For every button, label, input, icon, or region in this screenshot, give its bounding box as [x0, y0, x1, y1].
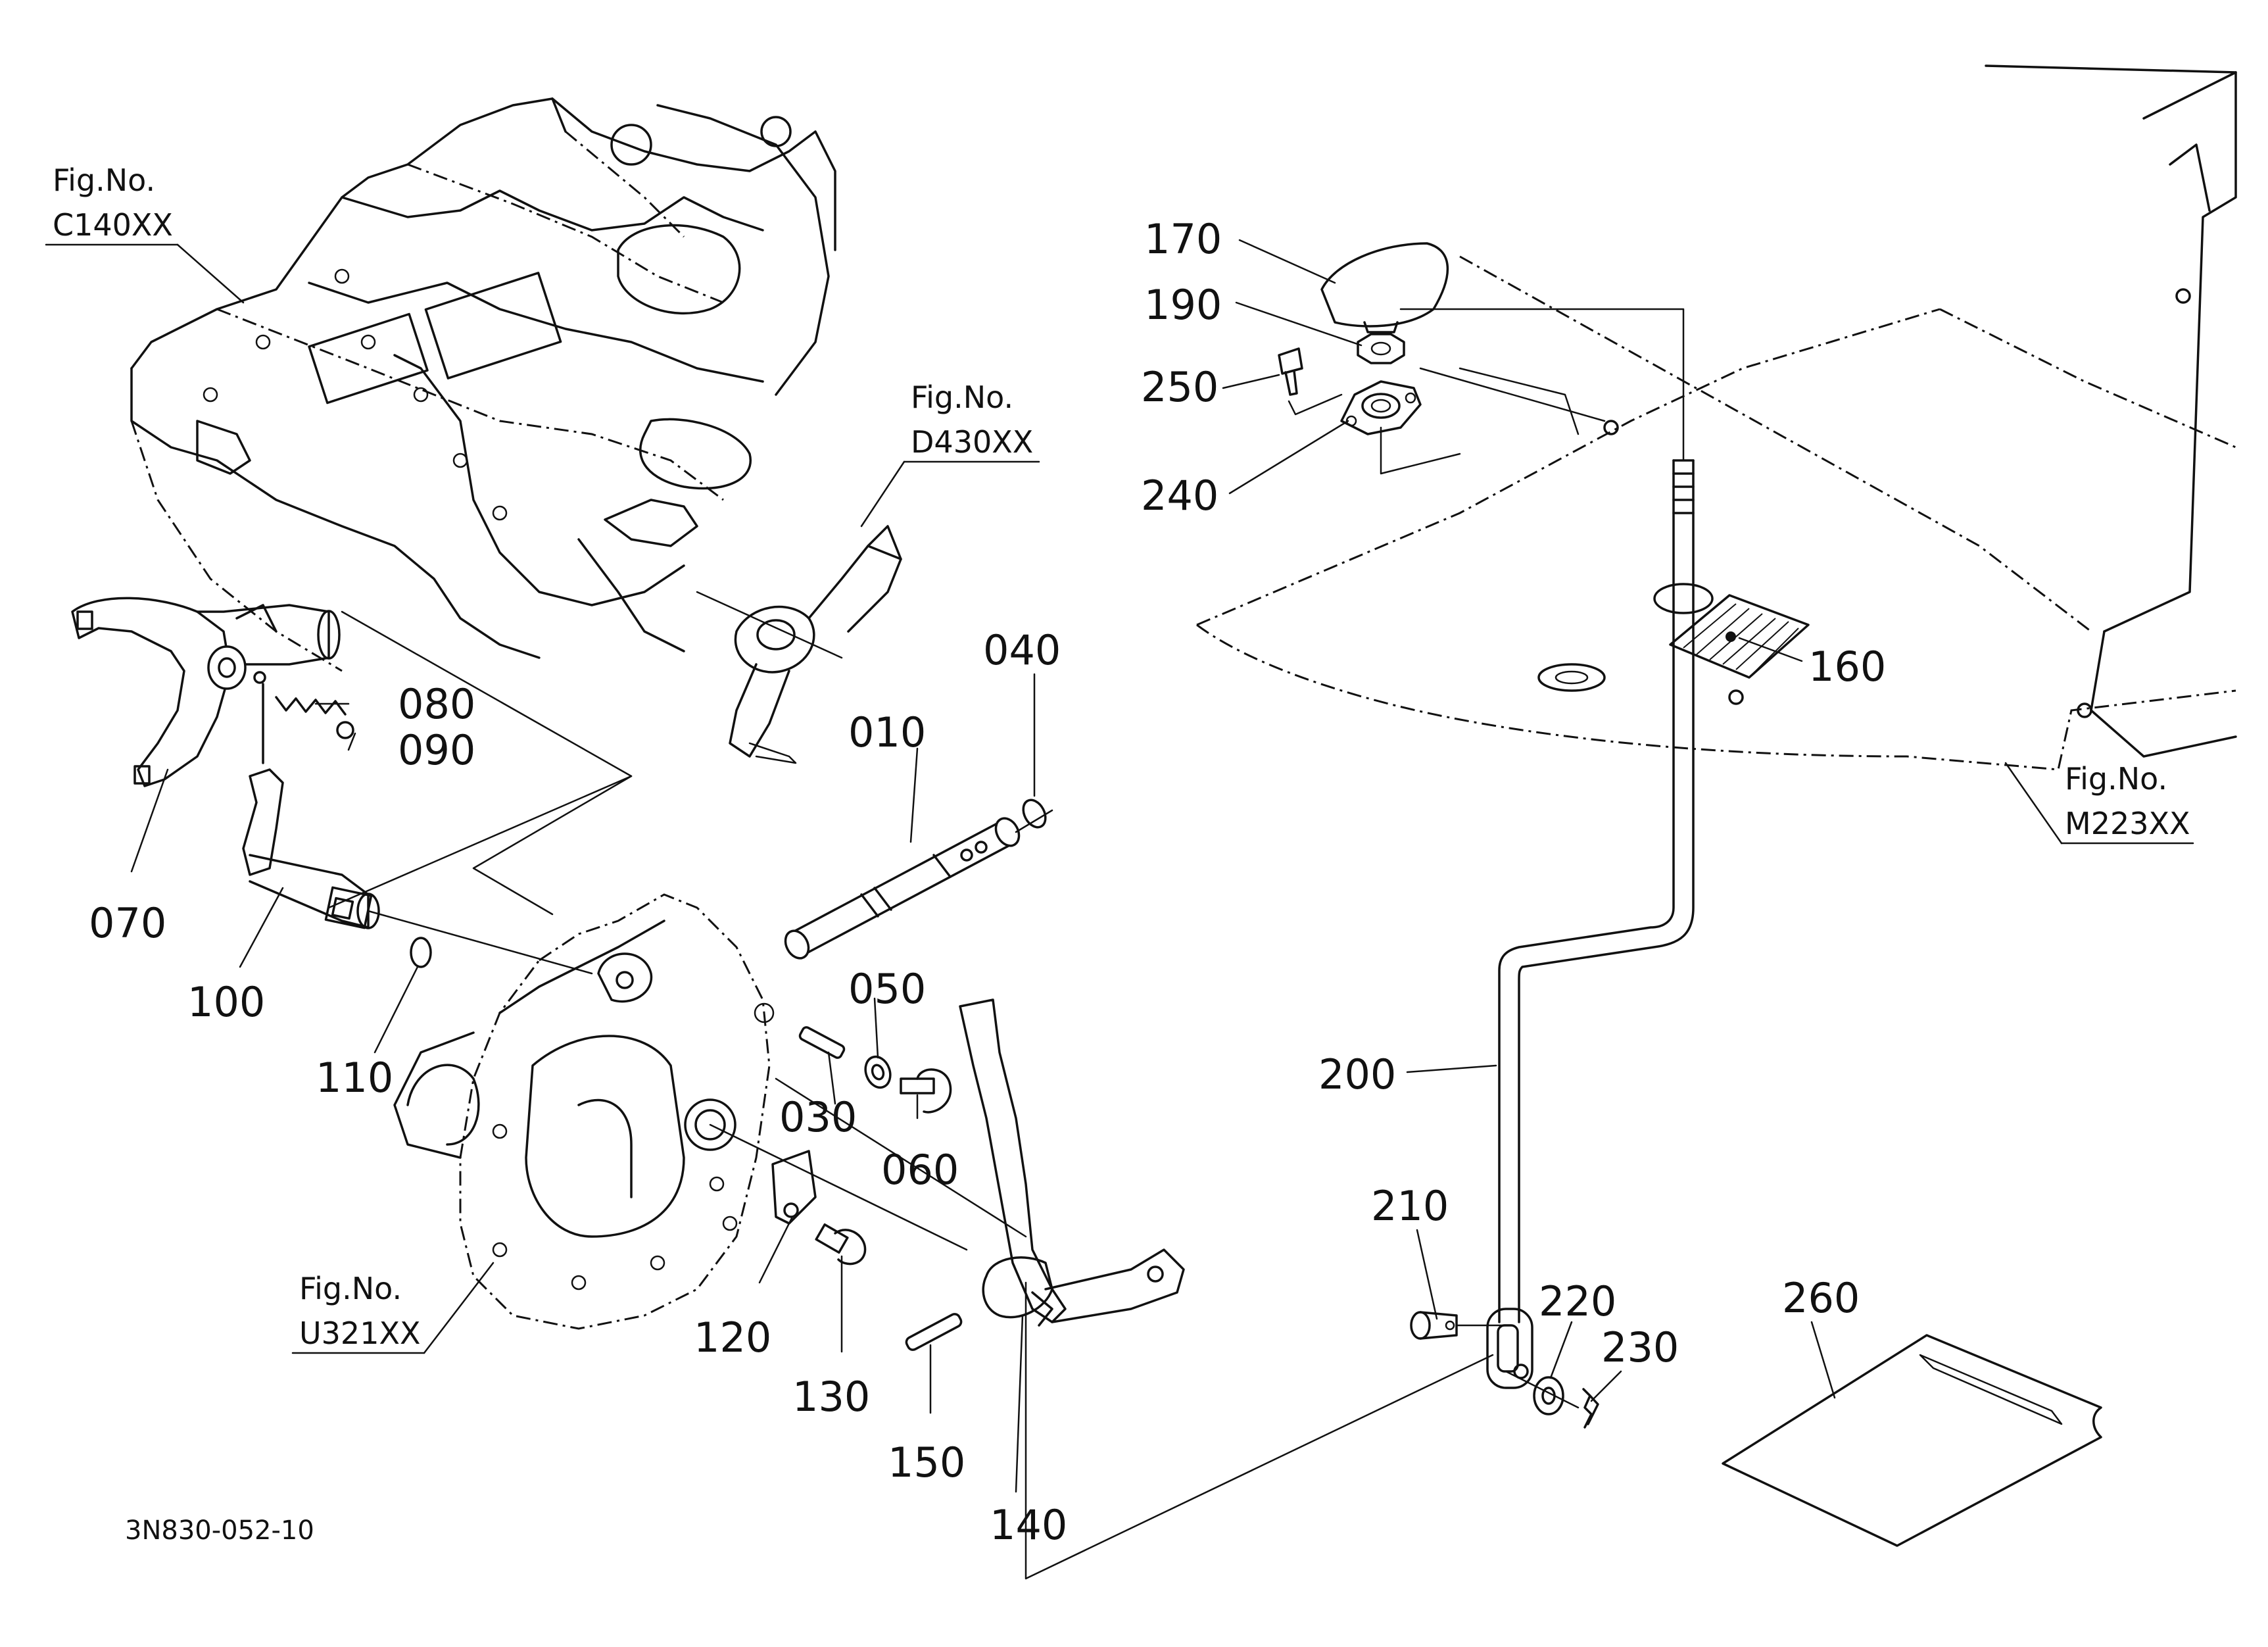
- clevis-guide-lines: [1455, 1324, 1580, 1409]
- callout-120: 120: [694, 1314, 771, 1362]
- callout-070: 070: [89, 899, 166, 947]
- knob-guide-lines: [1288, 308, 1685, 475]
- plate-120: [771, 1150, 817, 1225]
- svg-text:Fig.No.: Fig.No.: [2065, 761, 2167, 797]
- d430-linkage-arm: [696, 525, 902, 764]
- label-160: [1669, 594, 1810, 679]
- figure-reference-u321: Fig.No. U321XX: [291, 1262, 495, 1354]
- callout-170: 170: [1144, 215, 1222, 263]
- figure-reference-d430: Fig.No. D430XX: [860, 380, 1040, 528]
- callout-210: 210: [1371, 1182, 1449, 1230]
- callout-190: 190: [1144, 281, 1222, 329]
- shift-fork-070: [71, 597, 341, 787]
- callout-130: 130: [792, 1373, 870, 1421]
- bolt-060: [900, 1068, 952, 1114]
- cotter-pin-230: [1582, 1388, 1599, 1429]
- nut-190: [1357, 333, 1405, 364]
- callout-050: 050: [848, 965, 926, 1013]
- left-assembly-leader-lines: [327, 610, 1494, 1580]
- callout-160: 160: [1808, 643, 1886, 691]
- callout-010: 010: [848, 708, 926, 756]
- svg-text:C140XX: C140XX: [53, 207, 173, 243]
- svg-text:Fig.No.: Fig.No.: [53, 162, 155, 198]
- transmission-case-outline: [130, 97, 836, 672]
- shaft-010: [784, 817, 1021, 960]
- callout-240: 240: [1141, 472, 1218, 520]
- callout-230: 230: [1601, 1323, 1679, 1371]
- callout-140: 140: [990, 1501, 1067, 1549]
- svg-text:M223XX: M223XX: [2065, 806, 2190, 841]
- callout-080: 080: [398, 680, 475, 728]
- booklet-260: [1722, 1334, 2102, 1547]
- pin-030: [798, 1026, 846, 1059]
- washer-050: [864, 1055, 892, 1089]
- o-ring-040: [1022, 799, 1047, 829]
- clevis-pin-210: [1410, 1311, 1458, 1340]
- svg-text:Fig.No.: Fig.No.: [911, 380, 1013, 415]
- spring-080: [275, 696, 347, 716]
- callout-250: 250: [1141, 363, 1218, 411]
- shift-arm-100: [242, 683, 380, 929]
- callout-leaders: [130, 239, 1836, 1493]
- callout-150: 150: [888, 1438, 965, 1487]
- callout-220: 220: [1539, 1277, 1616, 1325]
- ball-090: [336, 721, 354, 739]
- lever-140: [959, 998, 1185, 1327]
- callout-100: 100: [187, 978, 265, 1026]
- callout-060: 060: [881, 1146, 959, 1194]
- svg-text:Fig.No.: Fig.No.: [299, 1271, 402, 1306]
- washer-220: [1533, 1376, 1564, 1415]
- figure-reference-c140: Fig.No. C140XX: [45, 162, 245, 304]
- o-ring-110: [410, 937, 432, 968]
- svg-text:D430XX: D430XX: [911, 424, 1033, 460]
- callout-200: 200: [1318, 1050, 1396, 1098]
- callout-110: 110: [316, 1054, 393, 1102]
- bolt-130: [815, 1223, 867, 1266]
- boot-plate-240: [1340, 380, 1422, 435]
- document-number: 3N830-052-10: [125, 1515, 314, 1546]
- pin-150: [905, 1313, 963, 1351]
- svg-text:U321XX: U321XX: [299, 1315, 421, 1351]
- callout-labels: 010 030 040 050 060 070 080 090 100 110 …: [89, 215, 1886, 1549]
- callout-090: 090: [398, 726, 475, 774]
- callout-260: 260: [1782, 1274, 1860, 1322]
- figure-reference-m223: Fig.No. M223XX: [2004, 761, 2194, 845]
- knob-170: [1320, 242, 1449, 333]
- shift-rod-200: [1486, 459, 1695, 1389]
- u321-housing-outline: [393, 893, 775, 1330]
- bolt-250: [1278, 347, 1303, 396]
- callout-040: 040: [983, 626, 1061, 674]
- callout-030: 030: [779, 1093, 857, 1141]
- floor-plate-outline: [1196, 64, 2237, 771]
